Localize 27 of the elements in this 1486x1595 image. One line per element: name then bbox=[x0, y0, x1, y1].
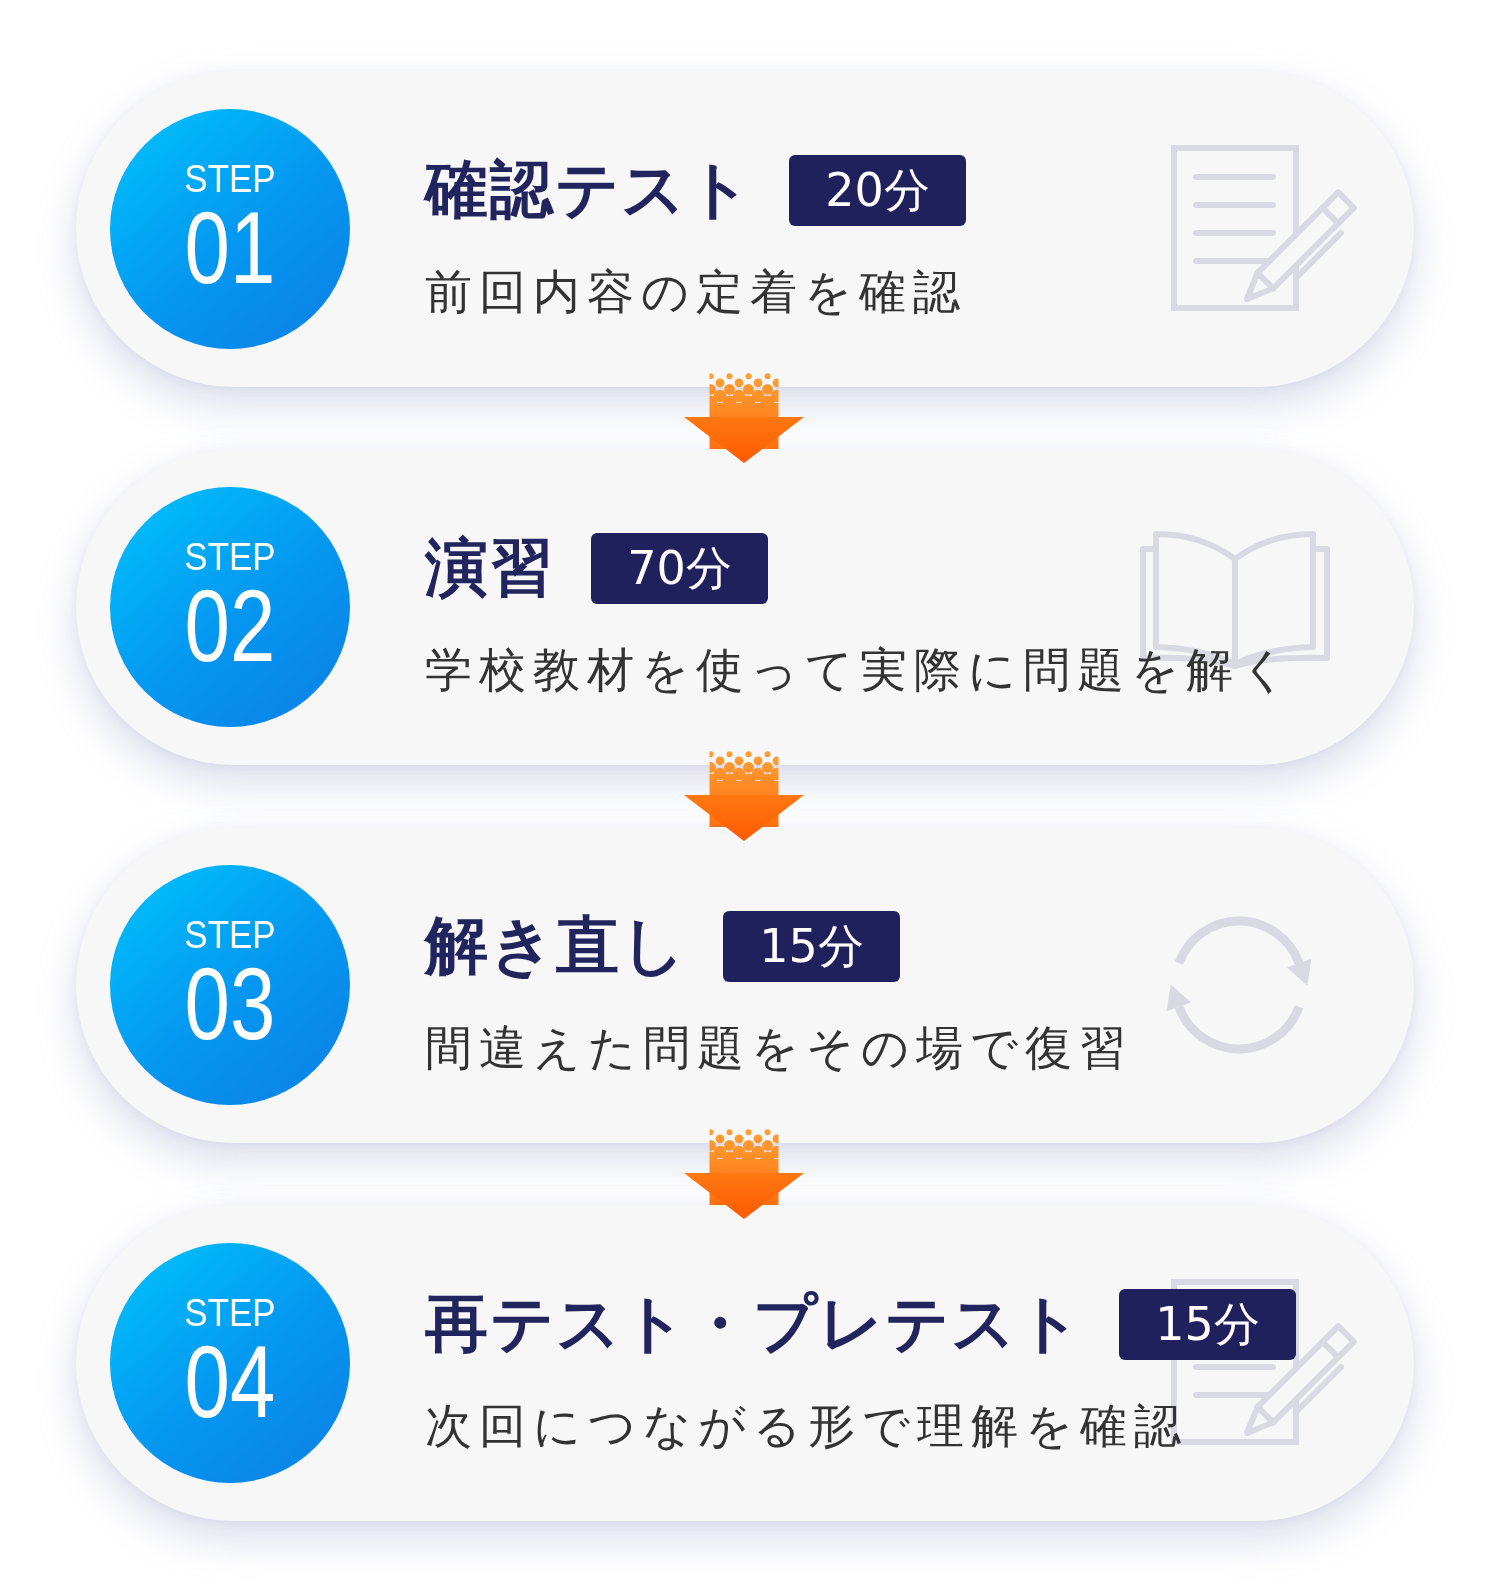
step-number: 03 bbox=[184, 954, 276, 1054]
step-label: STEP bbox=[184, 537, 276, 577]
duration-badge bbox=[591, 533, 768, 604]
step-number: 01 bbox=[184, 198, 276, 298]
step-description: 次回につながる形で理解を確認 bbox=[425, 1397, 1188, 1455]
step-description: 学校教材を使って実際に問題を解く bbox=[425, 641, 1295, 699]
down-arrow bbox=[684, 751, 804, 841]
step-title: 再テスト・プレテスト bbox=[425, 1288, 1083, 1361]
duration-badge bbox=[1119, 1289, 1296, 1360]
down-arrow bbox=[684, 1129, 804, 1219]
step-title: 演習 bbox=[425, 532, 555, 605]
duration-text: 15分 bbox=[759, 921, 864, 972]
step-number: 04 bbox=[184, 1332, 276, 1432]
step-description: 前回内容の定着を確認 bbox=[425, 263, 967, 321]
step-label: STEP bbox=[184, 159, 276, 199]
step-title: 解き直し bbox=[425, 910, 687, 983]
step-label: STEP bbox=[184, 915, 276, 955]
down-arrow bbox=[684, 373, 804, 463]
duration-text: 15分 bbox=[1155, 1299, 1260, 1350]
step-description: 間違えた問題をその場で復習 bbox=[425, 1019, 1133, 1077]
duration-badge bbox=[789, 155, 966, 226]
duration-text: 20分 bbox=[825, 165, 930, 216]
step-title: 確認テスト bbox=[425, 154, 753, 227]
duration-badge bbox=[723, 911, 900, 982]
step-number: 02 bbox=[184, 576, 276, 676]
step-label: STEP bbox=[184, 1293, 276, 1333]
duration-text: 70分 bbox=[627, 543, 732, 594]
